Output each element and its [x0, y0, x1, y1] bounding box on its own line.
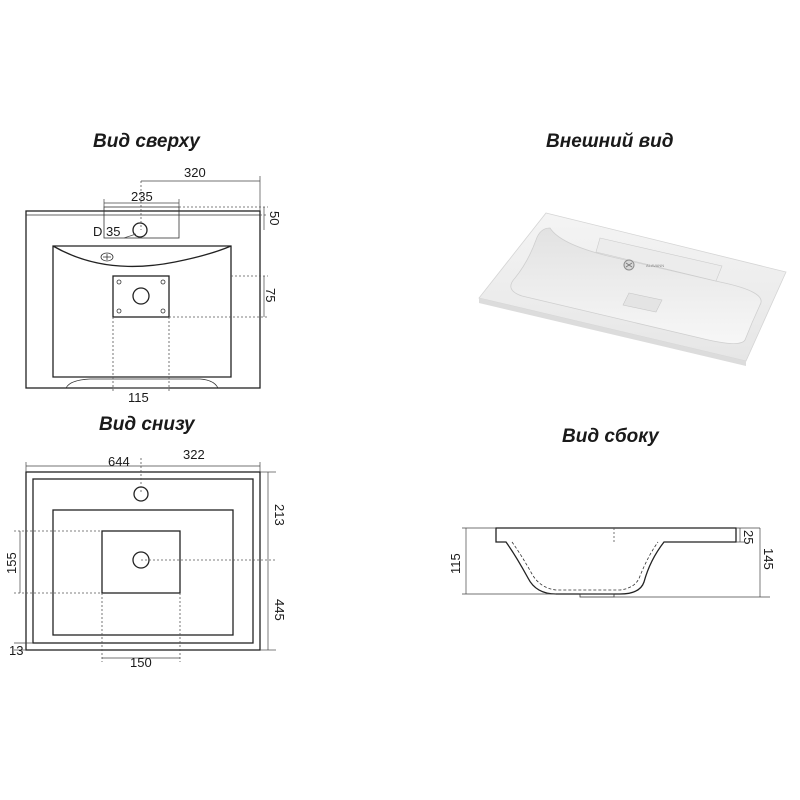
dim-tap-deck: 235: [131, 189, 153, 204]
dim-bowl-depth: 115: [448, 553, 463, 574]
drain-hole: [132, 287, 150, 305]
side-view-drawing: 115 25 145: [448, 527, 776, 598]
dim-front-offset: 213: [272, 504, 287, 526]
dim-drain-plate-bottom: 150: [130, 655, 152, 670]
dim-drain-offset-bottom: 155: [4, 552, 19, 574]
bottom-drain-plate: [101, 530, 181, 594]
bottom-view-drawing: 644 322 213 445 155 13 150: [4, 447, 287, 670]
brand-mark: ALAVANN: [646, 263, 664, 268]
bowl-front-curve: [52, 245, 232, 268]
dim-drain-plate-top: 115: [128, 390, 149, 405]
bowl-outline: [52, 245, 232, 378]
exterior-view-title: Внешний вид: [546, 131, 674, 152]
tap-hole: [132, 222, 148, 238]
dim-rim: 13: [9, 643, 23, 658]
bottom-view-rim: [32, 478, 254, 644]
basin-bowl: [510, 227, 762, 344]
exterior-view-drawing: ALAVANN: [478, 212, 787, 366]
bottom-view-bowl: [52, 509, 234, 636]
dim-rim-thickness: 25: [741, 530, 756, 544]
drain-cover: [622, 292, 663, 313]
top-view-drawing: 320 235 D 35 50 75 115: [25, 165, 282, 405]
bottom-view-outline: [25, 471, 261, 651]
dim-total-width: 644: [108, 454, 130, 469]
overflow-icon: [100, 252, 114, 262]
dim-total-height: 145: [761, 548, 776, 570]
dim-deck-depth: 50: [267, 211, 282, 225]
side-profile: [495, 527, 737, 595]
tap-deck-shelf: [595, 237, 723, 282]
dim-drain-offset-top: 75: [263, 288, 278, 302]
tap-deck: [103, 206, 180, 239]
bottom-view-title: Вид снизу: [99, 414, 195, 435]
dim-depth: 445: [272, 599, 287, 621]
dim-half-width: 322: [183, 447, 205, 462]
dim-width-half: 320: [184, 165, 206, 180]
top-view-title: Вид сверху: [93, 131, 200, 152]
drain-plate: [112, 275, 170, 318]
dim-hole-diameter: D 35: [93, 224, 120, 239]
side-view-title: Вид сбоку: [562, 426, 659, 447]
top-view-outline: [25, 210, 261, 389]
bottom-tap-hole: [133, 486, 149, 502]
